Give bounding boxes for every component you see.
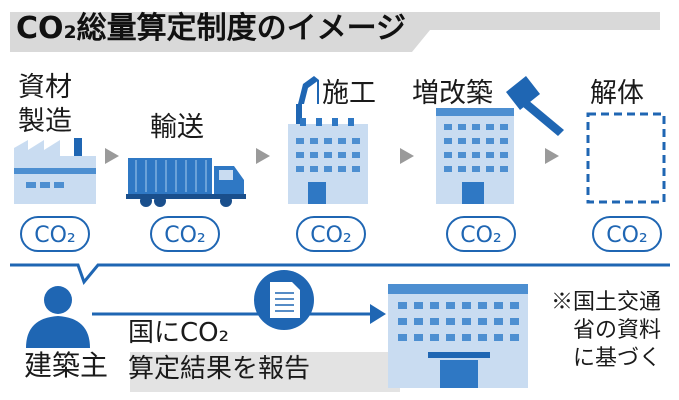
co2-badge: CO₂ — [592, 216, 662, 252]
demolished-building-outline — [586, 112, 666, 204]
chevron-icon — [256, 148, 270, 164]
report-text-line2: 算定結果を報告 — [128, 354, 311, 384]
co2-badge: CO₂ — [446, 216, 516, 252]
stage-label-transport: 輸送 — [150, 112, 204, 143]
hammer-icon — [506, 76, 564, 136]
truck-icon — [126, 158, 246, 207]
co2-badge: CO₂ — [20, 216, 90, 252]
chevron-icon — [545, 148, 559, 164]
factory-icon — [14, 138, 96, 204]
government-building-icon — [388, 284, 528, 388]
bracket-line — [10, 263, 670, 286]
report-arrow-head — [370, 304, 386, 324]
chevron-icon — [105, 148, 119, 164]
stage-label-renovation: 増改築 — [412, 78, 493, 109]
source-note-line3: に基づく — [572, 346, 661, 371]
stage-label-materials-line1: 資材 — [18, 72, 72, 103]
document-icon — [254, 270, 314, 330]
owner-person-icon — [26, 286, 90, 348]
chevron-icon — [400, 148, 414, 164]
co2-badge: CO₂ — [296, 216, 366, 252]
crane-building-icon — [288, 76, 368, 204]
co2-badge: CO₂ — [150, 216, 220, 252]
diagram-title: CO₂総量算定制度のイメージ — [16, 11, 407, 46]
title-band — [10, 12, 660, 52]
stage-label-materials-line2: 製造 — [18, 106, 72, 137]
stage-label-demolition: 解体 — [590, 78, 644, 109]
report-text-line1: 国にCO₂ — [128, 318, 230, 348]
owner-label: 建築主 — [24, 349, 109, 382]
source-note-line1: ※国土交通 — [550, 290, 661, 315]
bottom-band — [130, 352, 400, 392]
renovation-building-icon — [436, 76, 564, 204]
source-note-line2: 省の資料 — [572, 318, 661, 343]
stage-label-construction: 施工 — [322, 78, 376, 109]
